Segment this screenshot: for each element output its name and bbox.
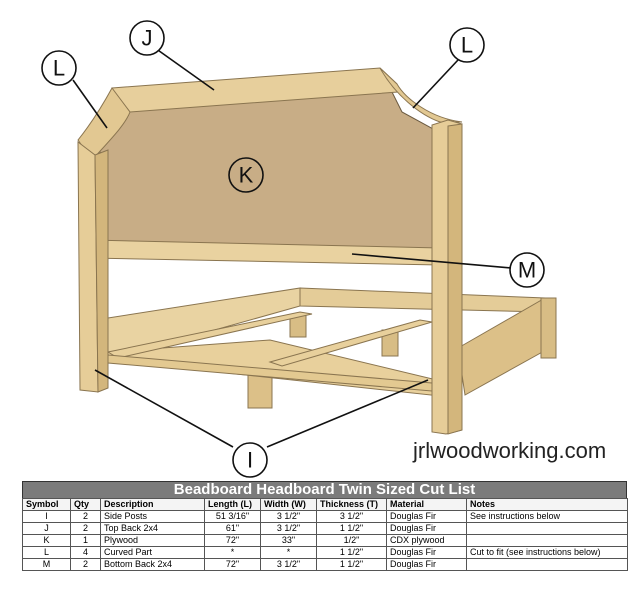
- leader-l-right: [412, 59, 459, 109]
- cell-thickness: 1/2": [316, 534, 387, 547]
- bed-frame: [106, 287, 557, 409]
- cell-width: 3 1/2": [260, 522, 317, 535]
- headboard: [77, 67, 463, 435]
- cell-thickness: 1 1/2": [316, 546, 387, 559]
- cut-list: Beadboard Headboard Twin Sized Cut List …: [22, 481, 628, 571]
- cell-symbol: J: [22, 522, 71, 535]
- cell-symbol: I: [22, 510, 71, 523]
- cell-notes: [466, 558, 628, 571]
- leader-i-right: [266, 379, 429, 448]
- cell-width: 3 1/2": [260, 558, 317, 571]
- callout-m-label: M: [518, 258, 536, 283]
- header-cell: Notes: [466, 498, 628, 511]
- cell-description: Side Posts: [100, 510, 205, 523]
- site-watermark: jrlwoodworking.com: [413, 438, 607, 463]
- header-cell: Material: [386, 498, 467, 511]
- header-cell: Description: [100, 498, 205, 511]
- header-cell: Length (L): [204, 498, 261, 511]
- cell-material: Douglas Fir: [386, 558, 467, 571]
- table-row: L 4 Curved Part * * 1 1/2" Douglas Fir C…: [22, 546, 628, 559]
- cell-material: CDX plywood: [386, 534, 467, 547]
- cell-length: 72": [204, 558, 261, 571]
- table-row: I 2 Side Posts 51 3/16" 3 1/2" 3 1/2" Do…: [22, 510, 628, 523]
- callout-i: I: [232, 442, 268, 478]
- cell-thickness: 1 1/2": [316, 522, 387, 535]
- cell-thickness: 1 1/2": [316, 558, 387, 571]
- left-post-side: [94, 149, 109, 393]
- cell-length: 72": [204, 534, 261, 547]
- cell-material: Douglas Fir: [386, 510, 467, 523]
- right-post-side: [447, 123, 463, 435]
- header-cell: Width (W): [260, 498, 317, 511]
- cell-symbol: L: [22, 546, 71, 559]
- cell-description: Curved Part: [100, 546, 205, 559]
- back-rail: [299, 287, 546, 313]
- callout-k: K: [228, 157, 264, 193]
- callout-l-left-label: L: [53, 56, 65, 81]
- right-leg-back: [540, 297, 557, 359]
- cell-notes: See instructions below: [466, 510, 628, 523]
- table-row: M 2 Bottom Back 2x4 72" 3 1/2" 1 1/2" Do…: [22, 558, 628, 571]
- cell-material: Douglas Fir: [386, 546, 467, 559]
- callout-j-label: J: [142, 26, 153, 51]
- table-header-row: Symbol Qty Description Length (L) Width …: [22, 498, 628, 511]
- header-cell: Qty: [70, 498, 101, 511]
- cell-length: 51 3/16": [204, 510, 261, 523]
- table-row: K 1 Plywood 72" 33" 1/2" CDX plywood: [22, 534, 628, 547]
- header-cell: Symbol: [22, 498, 71, 511]
- front-leg: [247, 371, 273, 409]
- cell-length: *: [204, 546, 261, 559]
- leader-l-left: [72, 79, 108, 129]
- plywood-panel: [99, 87, 439, 256]
- cell-qty: 1: [70, 534, 101, 547]
- leader-lines: [72, 47, 512, 448]
- right-side-rail: [457, 297, 556, 396]
- leader-j: [154, 47, 215, 91]
- cell-qty: 2: [70, 510, 101, 523]
- cell-qty: 2: [70, 558, 101, 571]
- callout-j: J: [129, 20, 165, 56]
- cell-notes: Cut to fit (see instructions below): [466, 546, 628, 559]
- cell-qty: 2: [70, 522, 101, 535]
- callout-i-label: I: [247, 448, 253, 473]
- leader-i-left: [94, 369, 234, 448]
- cell-width: *: [260, 546, 317, 559]
- cell-description: Plywood: [100, 534, 205, 547]
- cell-symbol: K: [22, 534, 71, 547]
- headboard-bed-diagram: J L L K M I: [41, 20, 557, 478]
- cell-width: 33": [260, 534, 317, 547]
- cut-list-title: Beadboard Headboard Twin Sized Cut List: [22, 481, 627, 498]
- callout-m: M: [509, 252, 545, 288]
- cell-symbol: M: [22, 558, 71, 571]
- cell-thickness: 3 1/2": [316, 510, 387, 523]
- cell-description: Top Back 2x4: [100, 522, 205, 535]
- cell-notes: [466, 522, 628, 535]
- cell-width: 3 1/2": [260, 510, 317, 523]
- leader-m: [351, 253, 512, 269]
- callout-k-label: K: [239, 163, 254, 188]
- table-row: J 2 Top Back 2x4 61" 3 1/2" 1 1/2" Dougl…: [22, 522, 628, 535]
- header-cell: Thickness (T): [316, 498, 387, 511]
- cell-length: 61": [204, 522, 261, 535]
- cell-notes: [466, 534, 628, 547]
- cut-list-table: Symbol Qty Description Length (L) Width …: [22, 498, 628, 571]
- cell-qty: 4: [70, 546, 101, 559]
- cell-description: Bottom Back 2x4: [100, 558, 205, 571]
- callout-l-right: L: [449, 27, 485, 63]
- cell-material: Douglas Fir: [386, 522, 467, 535]
- callout-l-right-label: L: [461, 33, 473, 58]
- callout-l-left: L: [41, 50, 77, 86]
